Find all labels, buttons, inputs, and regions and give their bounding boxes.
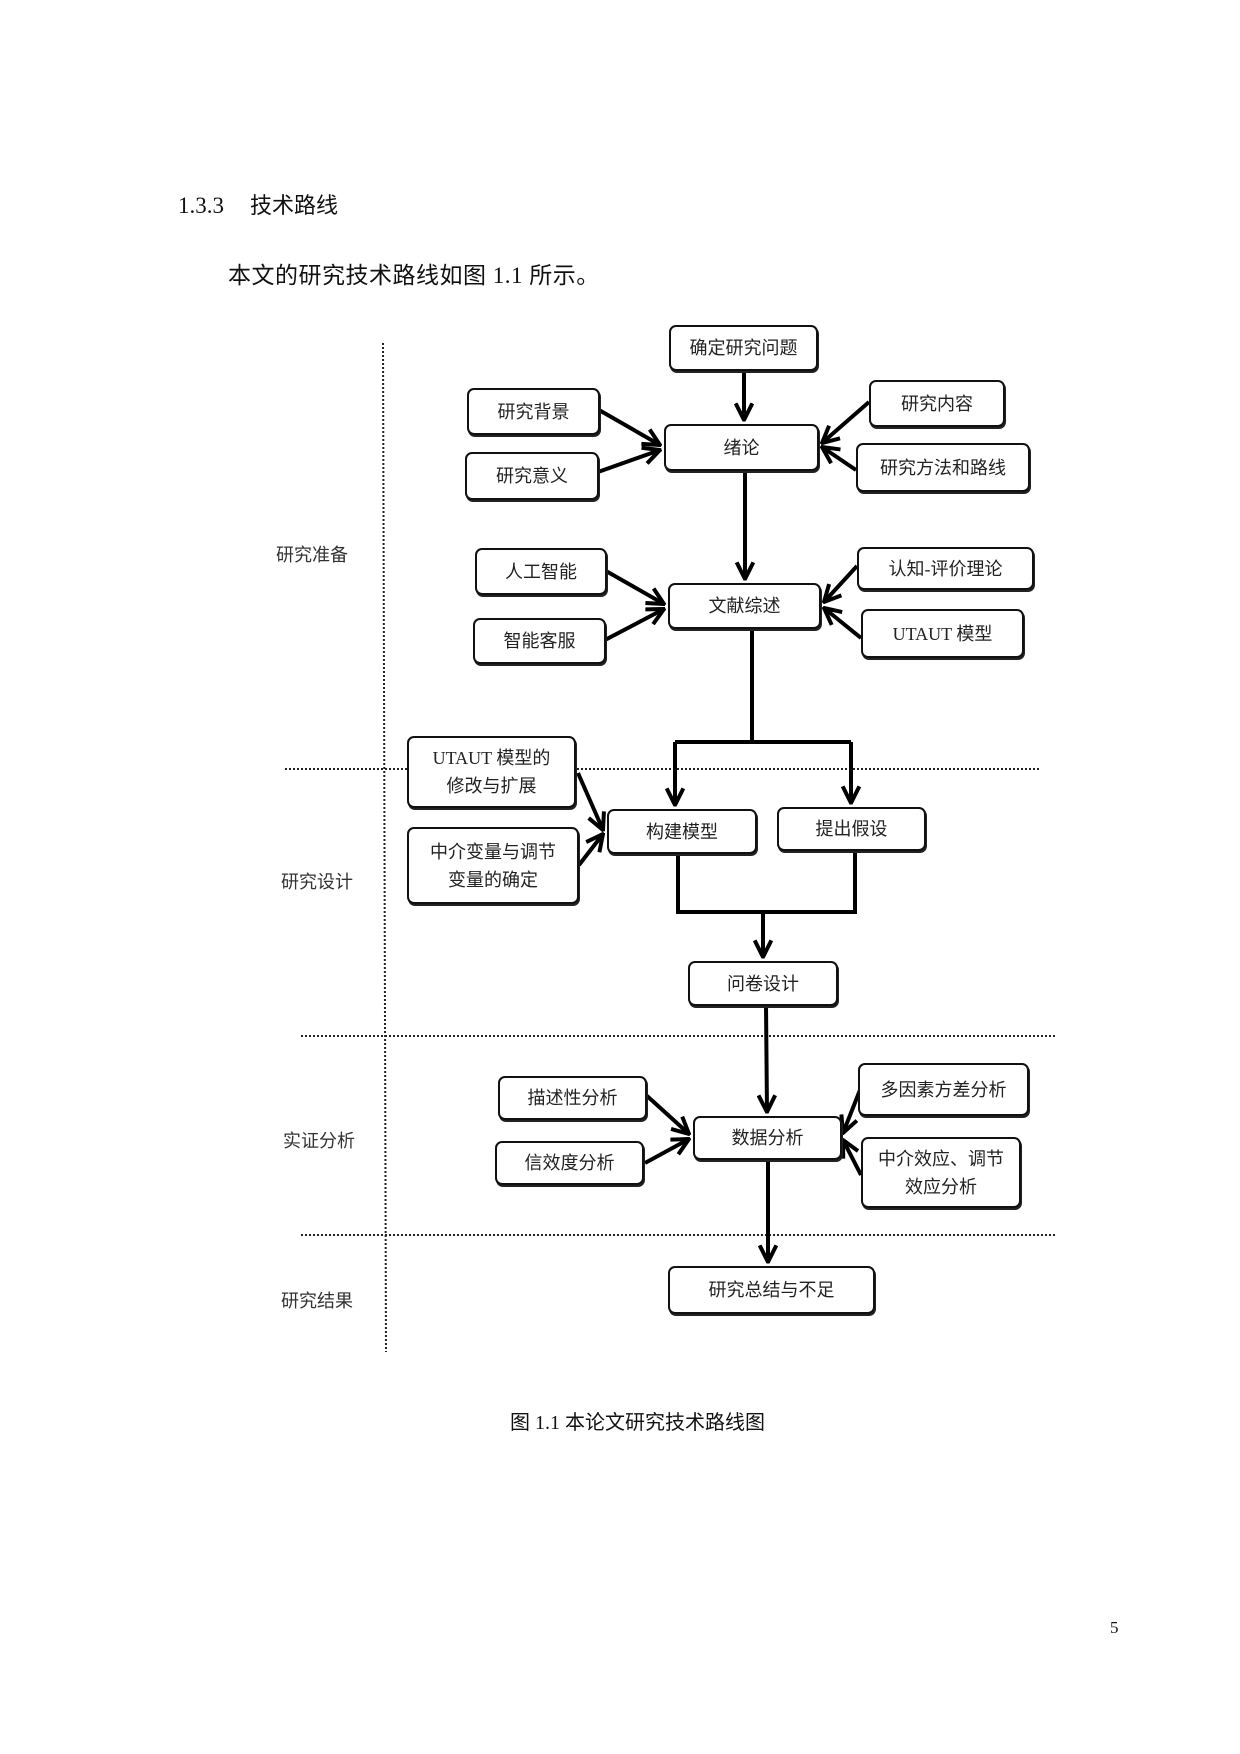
section-heading: 1.3.3 技术路线 xyxy=(178,188,338,220)
node-label: 中介效应、调节 效应分析 xyxy=(878,1148,1004,1197)
node-define-problem: 确定研究问题 xyxy=(669,325,818,371)
node-label: 认知-评价理论 xyxy=(888,558,1003,579)
body-paragraph: 本文的研究技术路线如图 1.1 所示。 xyxy=(228,263,600,288)
node-introduction: 绪论 xyxy=(664,424,819,471)
node-label: 研究方法和路线 xyxy=(880,457,1006,478)
stage-label-empirical: 实证分析 xyxy=(283,1131,355,1151)
node-label: 信效度分析 xyxy=(524,1153,615,1173)
node-label: 文献综述 xyxy=(708,596,781,616)
node-smart-customer-service: 智能客服 xyxy=(473,618,606,664)
node-content: 研究内容 xyxy=(869,380,1005,427)
node-utaut-extension: UTAUT 模型的 修改与扩展 xyxy=(407,736,576,808)
node-background: 研究背景 xyxy=(467,388,600,435)
section-title: 技术路线 xyxy=(250,194,339,219)
node-significance: 研究意义 xyxy=(465,452,599,500)
node-label: 构建模型 xyxy=(646,821,718,842)
node-label: 绪论 xyxy=(723,437,760,458)
node-mediator-moderator: 中介变量与调节 变量的确定 xyxy=(407,827,579,904)
node-label: 多因素方差分析 xyxy=(880,1079,1007,1100)
node-label: 研究内容 xyxy=(901,393,973,414)
node-literature-review: 文献综述 xyxy=(668,583,821,629)
node-questionnaire: 问卷设计 xyxy=(688,961,838,1006)
node-label: UTAUT 模型的 修改与扩展 xyxy=(432,748,551,796)
node-label: 人工智能 xyxy=(505,561,577,582)
node-hypothesis: 提出假设 xyxy=(777,807,926,851)
node-build-model: 构建模型 xyxy=(607,809,757,854)
node-conclusion: 研究总结与不足 xyxy=(668,1266,875,1314)
node-label: 描述性分析 xyxy=(527,1088,618,1108)
node-reliability-analysis: 信效度分析 xyxy=(495,1141,644,1185)
node-anova: 多因素方差分析 xyxy=(858,1063,1029,1116)
stage-label-result: 研究结果 xyxy=(281,1291,353,1311)
node-data-analysis: 数据分析 xyxy=(693,1116,842,1160)
stage-label-prep: 研究准备 xyxy=(276,545,348,565)
node-cognitive-appraisal-theory: 认知-评价理论 xyxy=(857,547,1034,590)
node-label: 确定研究问题 xyxy=(689,338,798,358)
node-label: 研究总结与不足 xyxy=(708,1280,835,1300)
node-label: 中介变量与调节 变量的确定 xyxy=(430,841,556,890)
node-descriptive-analysis: 描述性分析 xyxy=(498,1076,647,1120)
node-label: 问卷设计 xyxy=(727,973,799,994)
stage-label-design: 研究设计 xyxy=(281,872,353,892)
node-ai: 人工智能 xyxy=(475,548,607,595)
node-label: 数据分析 xyxy=(731,1128,804,1148)
node-mediation-moderation-analysis: 中介效应、调节 效应分析 xyxy=(861,1137,1021,1208)
node-label: 研究意义 xyxy=(496,466,568,486)
node-label: UTAUT 模型 xyxy=(892,623,993,644)
node-label: 智能客服 xyxy=(503,631,576,651)
node-method-route: 研究方法和路线 xyxy=(856,443,1030,492)
node-label: 提出假设 xyxy=(815,819,888,839)
section-number: 1.3.3 xyxy=(178,193,224,218)
node-utaut-model: UTAUT 模型 xyxy=(861,609,1024,658)
node-label: 研究背景 xyxy=(497,401,570,422)
page-number: 5 xyxy=(1110,1618,1119,1637)
figure-caption: 图 1.1 本论文研究技术路线图 xyxy=(510,1412,765,1434)
